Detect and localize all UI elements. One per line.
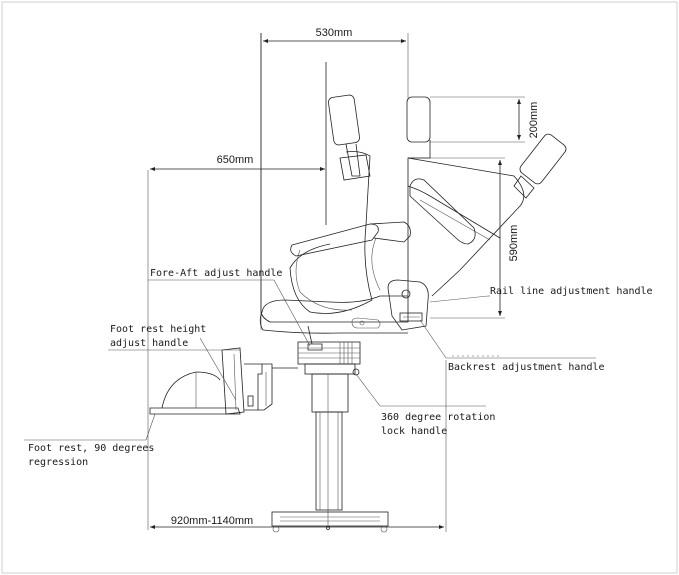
label-backrest-adjust: Backrest adjustment handle xyxy=(448,362,605,373)
label-rotation-line2: lock handle xyxy=(381,426,447,437)
dimension-backrest-text: 590mm xyxy=(508,225,520,262)
dimension-depth: 650mm xyxy=(147,154,325,530)
label-foot-rest-line2: regression xyxy=(28,457,88,468)
label-foot-rest-line1: Foot rest, 90 degrees xyxy=(28,443,154,454)
label-rotation-line1: 360 degree rotation xyxy=(381,412,495,423)
label-foot-rest-height-line2: adjust handle xyxy=(110,338,188,349)
dimension-width-top-text: 530mm xyxy=(316,27,353,39)
label-foot-rest-height-line1: Foot rest height xyxy=(110,324,206,335)
dimension-headrest: 200mm xyxy=(430,96,540,143)
dimension-length: 920mm-1140mm xyxy=(150,360,447,532)
leader-lines xyxy=(24,279,596,441)
label-fore-aft-handle: Fore-Aft adjust handle xyxy=(150,268,282,279)
label-rail-line-handle: Rail line adjustment handle xyxy=(490,286,653,297)
foot-rest xyxy=(149,347,298,415)
dimension-depth-text: 650mm xyxy=(217,154,254,166)
chair-body xyxy=(259,33,567,351)
dimension-length-text: 920mm-1140mm xyxy=(171,515,253,527)
dimension-headrest-text: 200mm xyxy=(528,102,540,139)
chair-pedestal xyxy=(271,341,389,533)
dimension-width-top: 530mm xyxy=(260,27,409,330)
